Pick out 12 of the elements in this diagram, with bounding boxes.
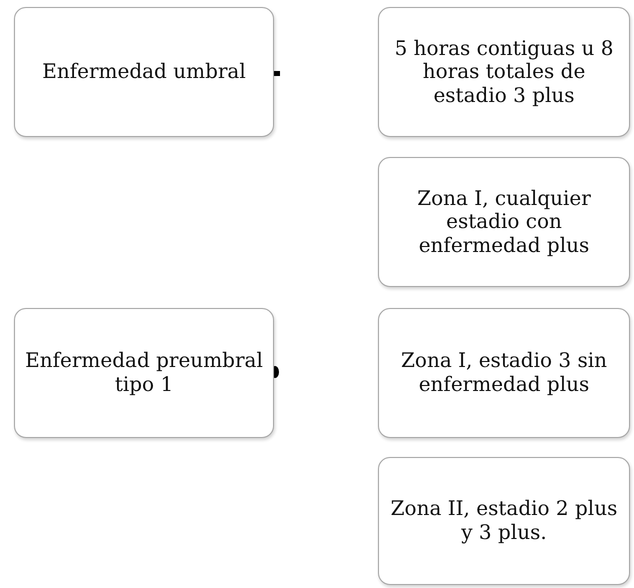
- box-text: Enfermedad umbral: [42, 60, 246, 84]
- rounded-box: [378, 7, 630, 137]
- rounded-box: [14, 308, 274, 438]
- box-text: Zona I, estadio 3 sin enfermedad plus: [400, 349, 608, 397]
- rounded-box: [14, 7, 274, 137]
- box-text: Enfermedad preumbral tipo 1: [24, 349, 264, 397]
- rounded-box: [378, 308, 630, 438]
- rounded-box: [378, 157, 630, 287]
- box-text: Zona I, cualquier estadio con enfermedad plus: [416, 186, 592, 258]
- rounded-box: [378, 457, 630, 585]
- box-text: 5 horas contiguas u 8 horas totales de estadio 3 plus: [394, 36, 614, 108]
- box-text: Zona II, estadio 2 plus y 3 plus.: [390, 497, 618, 545]
